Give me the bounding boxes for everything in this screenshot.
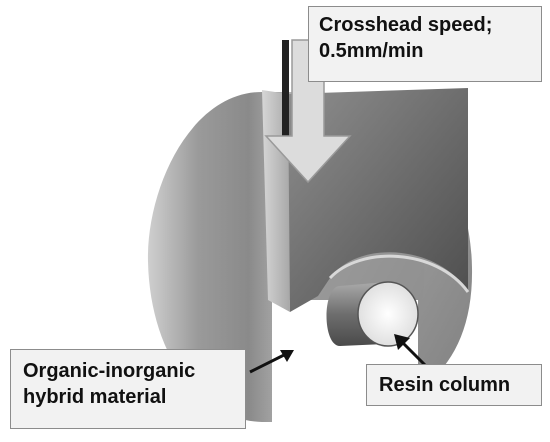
resin-column-label: Resin column bbox=[379, 374, 511, 396]
material-callout: Organic-inorganic hybrid material bbox=[10, 349, 246, 429]
resin-pointer-head bbox=[394, 334, 410, 350]
material-line2: hybrid material bbox=[23, 386, 167, 408]
crosshead-speed-line2: 0.5mm/min bbox=[319, 40, 424, 62]
crosshead-speed-callout: Crosshead speed; 0.5mm/min bbox=[308, 6, 542, 82]
resin-column-callout: Resin column bbox=[366, 364, 542, 406]
notch-edge bbox=[328, 254, 470, 293]
load-shaft bbox=[282, 40, 289, 140]
material-pointer-head bbox=[280, 350, 294, 362]
crosshead-speed-line1: Crosshead speed; bbox=[319, 14, 493, 36]
sample-ring bbox=[147, 92, 292, 422]
material-line1: Organic-inorganic bbox=[23, 360, 196, 382]
resin-column-cap bbox=[357, 281, 419, 347]
